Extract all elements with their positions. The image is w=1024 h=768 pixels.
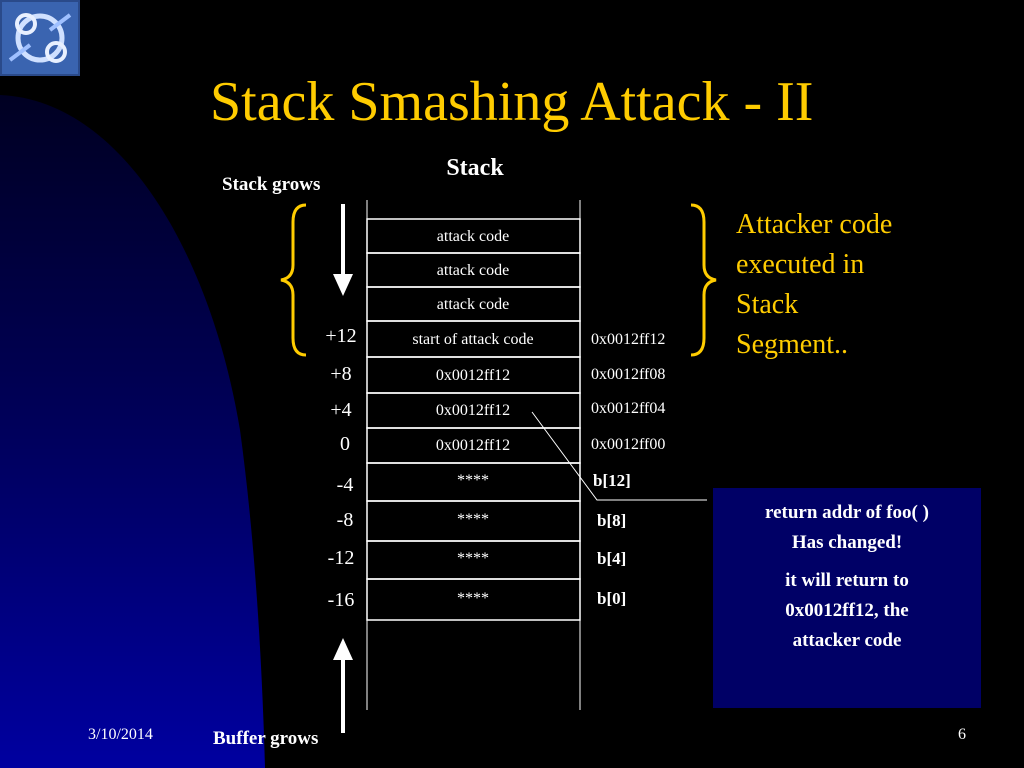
slide-date: 3/10/2014 — [88, 726, 153, 743]
buffer-grows-label: Buffer grows — [213, 728, 319, 749]
attacker-note-line: Attacker code — [736, 209, 893, 240]
offset-label: -4 — [336, 474, 354, 496]
offset-label: -12 — [327, 547, 355, 569]
buffer-var-label: b[8] — [597, 511, 627, 530]
stack-grows-arrow-icon — [333, 204, 353, 296]
attacker-note-line: executed in — [736, 249, 865, 280]
stack-cell-text: **** — [457, 550, 489, 567]
info-line: return addr of foo( ) — [765, 502, 929, 523]
left-brace-icon — [280, 203, 307, 357]
stack-cell-box — [366, 578, 581, 621]
stack-cell-text: attack code — [436, 262, 510, 279]
stack-cell-text: **** — [457, 472, 489, 489]
stack-cell-text: attack code — [436, 296, 510, 313]
offset-label: +8 — [330, 363, 352, 385]
attacker-note: Attacker code executed in Stack Segment.… — [736, 205, 976, 365]
offset-label: 0 — [340, 433, 350, 455]
info-line: attacker code — [792, 630, 902, 651]
info-box: return addr of foo( ) Has changed! it wi… — [713, 488, 981, 708]
offset-label: +4 — [330, 399, 352, 421]
info-line: 0x0012ff12, the — [785, 600, 909, 621]
attacker-note-line: Stack — [736, 289, 799, 320]
offset-label: -16 — [327, 589, 355, 611]
logo-icon — [0, 0, 80, 76]
info-line: it will return to — [785, 570, 909, 591]
slide-title: Stack Smashing Attack - II — [210, 71, 814, 133]
stack-label: Stack — [446, 155, 504, 181]
info-line: Has changed! — [791, 532, 903, 553]
stack-cell-text: **** — [457, 511, 489, 528]
offset-label: +12 — [325, 325, 357, 347]
buffer-var-label: b[12] — [593, 471, 631, 490]
buffer-var-label: b[4] — [597, 549, 627, 568]
attacker-note-line: Segment.. — [736, 329, 848, 360]
buffer-grows-arrow-icon — [333, 638, 353, 733]
offset-label: -8 — [336, 509, 354, 531]
memory-address: 0x0012ff08 — [591, 366, 666, 383]
stack-cell-text: 0x0012ff12 — [435, 402, 511, 419]
stack-cells — [366, 218, 581, 621]
stack-grows-label: Stack grows — [222, 174, 321, 195]
buffer-var-label: b[0] — [597, 589, 627, 608]
stack-cell-text: start of attack code — [412, 331, 534, 348]
stack-cell-text: 0x0012ff12 — [435, 437, 511, 454]
stack-cell-text: **** — [457, 590, 489, 607]
right-brace-icon — [690, 203, 717, 357]
memory-address: 0x0012ff04 — [591, 400, 666, 417]
memory-address: 0x0012ff12 — [591, 331, 666, 348]
slide-page-number: 6 — [958, 726, 966, 743]
stack-cell-text: attack code — [436, 228, 510, 245]
memory-address: 0x0012ff00 — [591, 436, 666, 453]
pointer-line — [531, 411, 707, 501]
stack-cell-text: 0x0012ff12 — [435, 367, 511, 384]
